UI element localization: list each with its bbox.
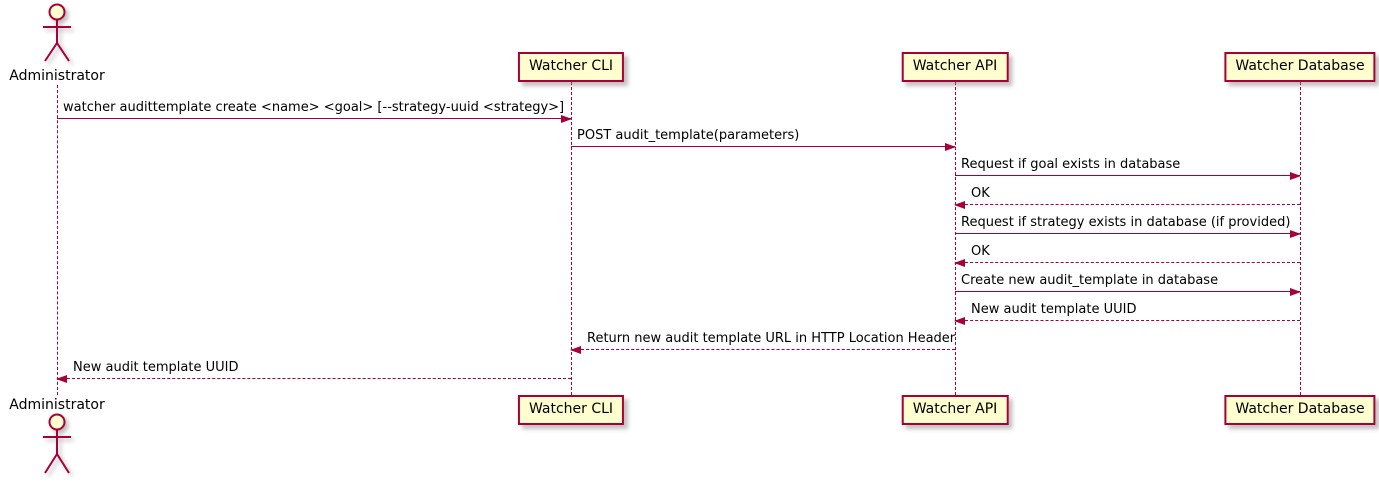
arrowhead-icon	[954, 316, 965, 325]
lifeline-administrator	[57, 85, 58, 395]
participant-watcher-database: Watcher Database	[1224, 52, 1376, 82]
lifeline-watcher-cli	[571, 82, 572, 395]
lifeline-watcher-database	[1300, 82, 1301, 395]
actor-icon-bottom	[43, 413, 71, 474]
arrowhead-icon	[561, 114, 572, 123]
arrowhead-icon	[954, 200, 965, 209]
message-9: Return new audit template URL in HTTP Lo…	[570, 331, 956, 354]
message-8: New audit template UUID	[954, 302, 1300, 325]
actor-label-bottom: Administrator	[9, 397, 105, 413]
message-label: POST audit_template(parameters)	[577, 128, 800, 143]
message-arrow	[955, 171, 1301, 180]
message-label: Request if goal exists in database	[961, 157, 1181, 172]
message-arrow	[57, 114, 572, 123]
message-7: Create new audit_template in database	[955, 273, 1301, 296]
participant-watcher-database-bottom: Watcher Database	[1224, 395, 1376, 425]
arrowhead-icon	[945, 142, 956, 151]
message-2: POST audit_template(parameters)	[571, 128, 956, 151]
message-label: OK	[971, 186, 990, 201]
message-arrow	[954, 316, 1300, 325]
arrowhead-icon	[954, 258, 965, 267]
participant-watcher-api: Watcher API	[901, 52, 1009, 82]
message-10: New audit template UUID	[56, 360, 571, 383]
message-label: OK	[971, 244, 990, 259]
message-label: Create new audit_template in database	[961, 273, 1219, 288]
participant-watcher-api-bottom: Watcher API	[901, 395, 1009, 425]
actor-label: Administrator	[9, 68, 105, 84]
message-arrow	[954, 200, 1300, 209]
message-label: Request if strategy exists in database (…	[961, 215, 1291, 230]
message-4: OK	[954, 186, 1300, 209]
message-6: OK	[954, 244, 1300, 267]
message-arrow	[955, 287, 1301, 296]
message-arrow	[955, 229, 1301, 238]
message-label: New audit template UUID	[73, 360, 239, 375]
participant-watcher-cli: Watcher CLI	[517, 52, 625, 82]
arrowhead-icon	[56, 374, 67, 383]
message-label: Return new audit template URL in HTTP Lo…	[587, 331, 956, 346]
participant-watcher-cli-bottom: Watcher CLI	[517, 395, 625, 425]
message-1: watcher audittemplate create <name> <goa…	[57, 100, 572, 123]
message-5: Request if strategy exists in database (…	[955, 215, 1301, 238]
message-arrow	[56, 374, 571, 383]
message-arrow	[954, 258, 1300, 267]
lifeline-watcher-api	[955, 82, 956, 395]
message-label: watcher audittemplate create <name> <goa…	[63, 100, 565, 115]
arrowhead-icon	[570, 345, 581, 354]
arrowhead-icon	[1290, 229, 1301, 238]
arrowhead-icon	[1290, 287, 1301, 296]
message-arrow	[570, 345, 955, 354]
message-3: Request if goal exists in database	[955, 157, 1301, 180]
message-label: New audit template UUID	[971, 302, 1137, 317]
actor-icon	[43, 3, 71, 62]
arrowhead-icon	[1290, 171, 1301, 180]
message-arrow	[571, 142, 956, 151]
